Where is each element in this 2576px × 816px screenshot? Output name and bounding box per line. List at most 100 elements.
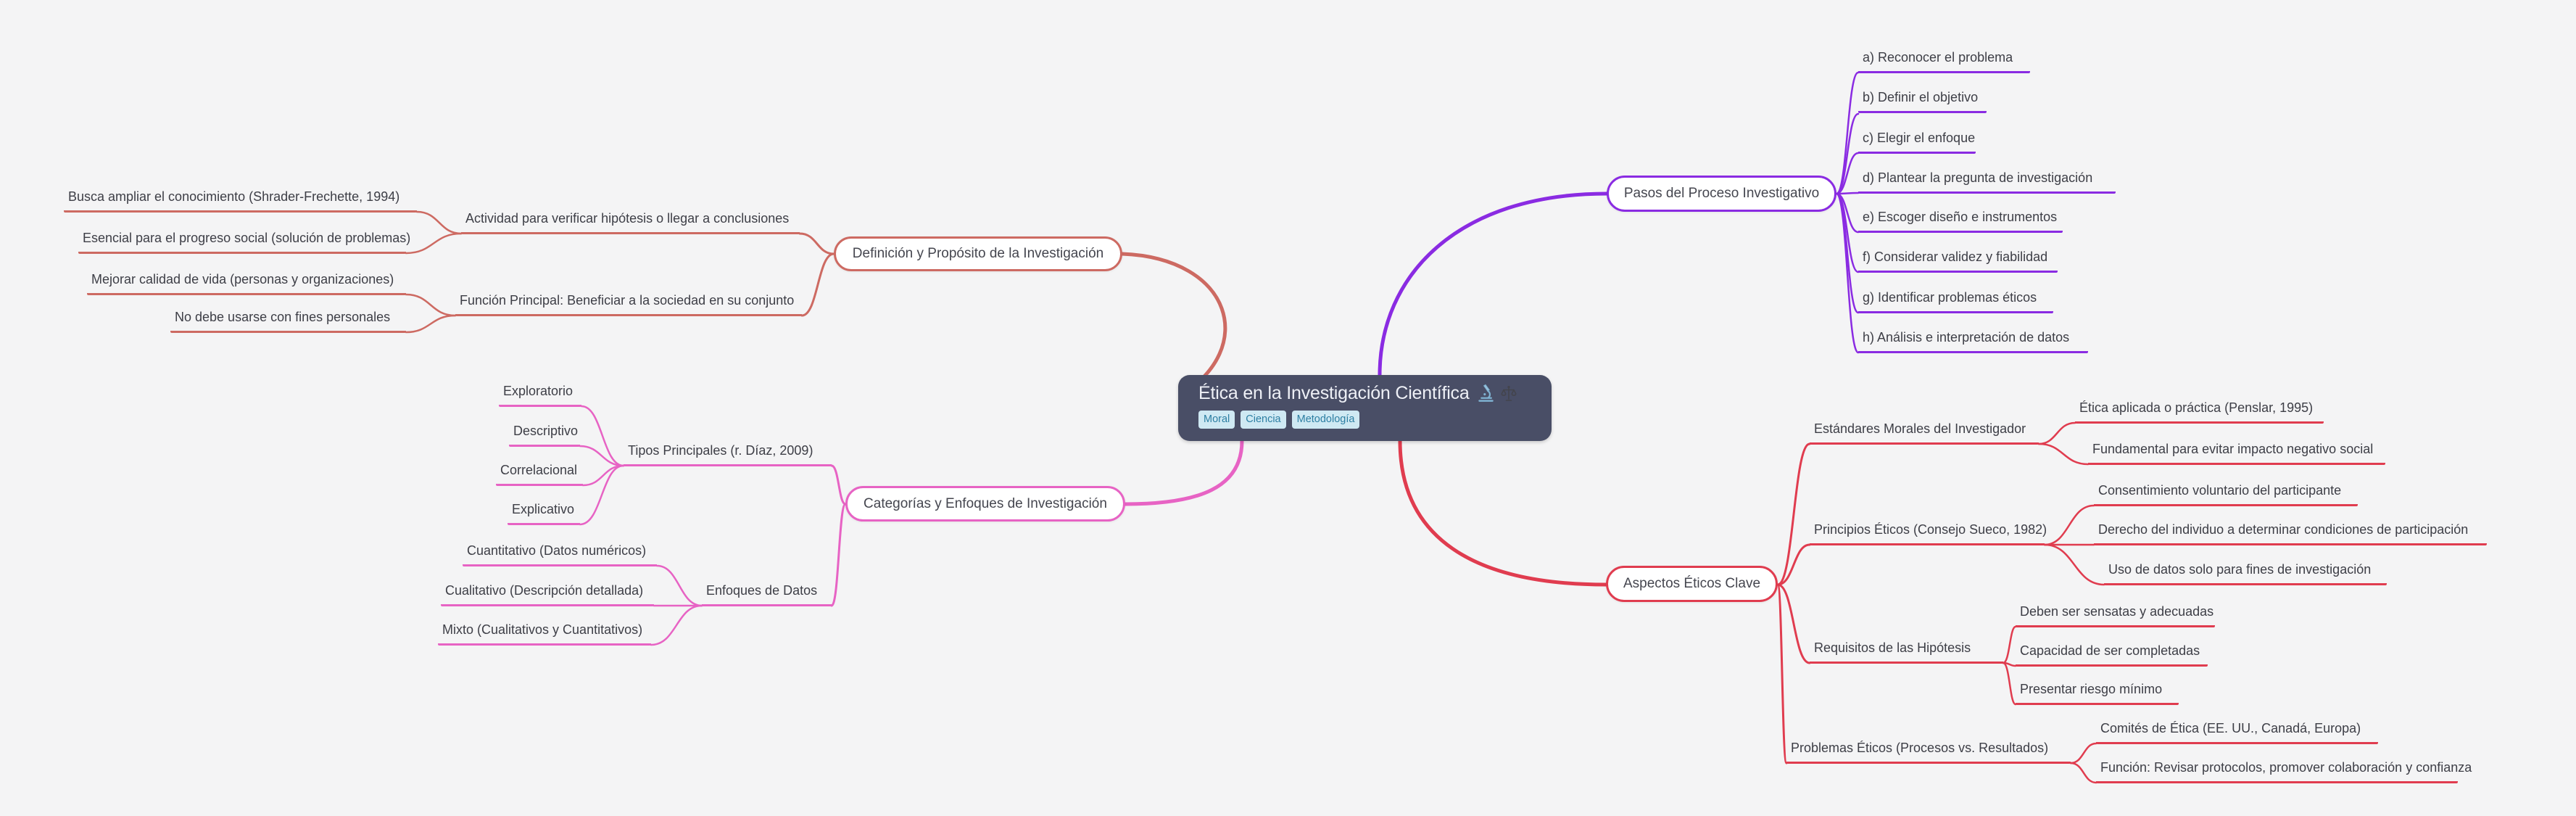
root-title: Ética en la Investigación Científica: [1198, 383, 1470, 403]
node-label: Pasos del Proceso Investigativo: [1623, 186, 1820, 201]
node-label: Uso de datos solo para fines de investig…: [2108, 562, 2372, 577]
node-label: e) Escoger diseño e instrumentos: [1863, 210, 2058, 224]
mindmap-node-paso-f[interactable]: f) Considerar validez y fiabilidad: [1858, 246, 2058, 273]
mindmap-node-uso-datos[interactable]: Uso de datos solo para fines de investig…: [2104, 559, 2387, 585]
mindmap-node-consentimiento[interactable]: Consentimiento voluntario del participan…: [2094, 479, 2358, 506]
mindmap-node-funcion-revisar[interactable]: Función: Revisar protocolos, promover co…: [2096, 757, 2472, 783]
mindmap-node-enfoques[interactable]: Enfoques de Datos: [702, 580, 832, 606]
node-label: g) Identificar problemas éticos: [1863, 290, 2037, 305]
node-label: a) Reconocer el problema: [1863, 50, 2013, 65]
mindmap-link: [1398, 439, 1608, 587]
node-label: Definición y Propósito de la Investigaci…: [852, 246, 1104, 261]
branch-node-pasos[interactable]: Pasos del Proceso Investigativo: [1607, 176, 1836, 212]
branch-node-aspectos[interactable]: Aspectos Éticos Clave: [1606, 566, 1778, 602]
node-label: Requisitos de las Hipótesis: [1814, 640, 1971, 655]
node-label: No debe usarse con fines personales: [175, 310, 391, 324]
mindmap-node-principios[interactable]: Principios Éticos (Consejo Sueco, 1982): [1810, 519, 2047, 545]
tag-ciencia: Ciencia: [1241, 411, 1286, 429]
mindmap-link: [1835, 152, 1860, 195]
mindmap-link: [830, 503, 847, 607]
mindmap-link: [1776, 583, 1788, 765]
mindmap-node-paso-d[interactable]: d) Plantear la pregunta de investigación: [1858, 167, 2116, 194]
mindmap-link: [1776, 583, 1811, 664]
node-label: Exploratorio: [503, 384, 573, 398]
node-label: Cuantitativo (Datos numéricos): [467, 543, 647, 558]
mindmap-node-paso-b[interactable]: b) Definir el objetivo: [1858, 86, 1987, 113]
node-label: Mixto (Cualitativos y Cuantitativos): [442, 622, 643, 637]
root-tags: Moral Ciencia Metodología: [1198, 411, 1531, 429]
node-label: Consentimiento voluntario del participan…: [2098, 483, 2342, 498]
mindmap-link: [2037, 421, 2076, 445]
balance-scale-icon: [1501, 385, 1517, 401]
mindmap-node-paso-a[interactable]: a) Reconocer el problema: [1858, 46, 2030, 73]
mindmap-node-presentar[interactable]: Presentar riesgo mínimo: [2016, 678, 2179, 705]
mindmap-link: [655, 564, 703, 607]
mindmap-node-paso-h[interactable]: h) Análisis e interpretación de datos: [1858, 326, 2088, 353]
mindmap-node-problemas[interactable]: Problemas Éticos (Procesos vs. Resultado…: [1786, 737, 2071, 764]
node-label: Ética aplicada o práctica (Penslar, 1995…: [2079, 400, 2314, 415]
mindmap-node-tipos[interactable]: Tipos Principales (r. Díaz, 2009): [624, 440, 832, 466]
mindmap-node-fundamental[interactable]: Fundamental para evitar impacto negativo…: [2088, 438, 2385, 465]
mindmap-node-deben[interactable]: Deben ser sensatas y adecuadas: [2016, 601, 2215, 627]
mindmap-node-derecho[interactable]: Derecho del individuo a determinar condi…: [2094, 519, 2487, 545]
mindmap-node-paso-g[interactable]: g) Identificar problemas éticos: [1858, 287, 2053, 313]
mindmap-link: [405, 293, 457, 317]
mindmap-node-mejorar[interactable]: Mejorar calidad de vida (personas y orga…: [87, 268, 406, 295]
mindmap-link: [1776, 442, 1811, 586]
mindmap-node-descriptivo[interactable]: Descriptivo: [509, 420, 580, 447]
mindmap-link: [1776, 543, 1811, 586]
node-label: Correlacional: [500, 463, 578, 477]
mindmap-node-capacidad[interactable]: Capacidad de ser completadas: [2016, 640, 2208, 667]
mindmap-link: [2069, 762, 2097, 784]
mindmap-node-paso-c[interactable]: c) Elegir el enfoque: [1858, 127, 1976, 154]
mindmap-link: [2037, 442, 2090, 466]
mindmap-node-cuantitativo[interactable]: Cuantitativo (Datos numéricos): [463, 540, 657, 566]
branch-node-categorias[interactable]: Categorías y Enfoques de Investigación: [845, 486, 1125, 522]
mindmap-link: [579, 445, 625, 467]
microscope-icon: [1478, 384, 1494, 402]
node-label: h) Análisis e interpretación de datos: [1863, 330, 2070, 345]
node-label: d) Plantear la pregunta de investigación: [1863, 170, 2093, 185]
mindmap-node-explicativo[interactable]: Explicativo: [508, 498, 580, 525]
mindmap-link: [2069, 742, 2097, 765]
node-label: Mejorar calidad de vida (personas y orga…: [91, 272, 394, 287]
mindmap-node-busca[interactable]: Busca ampliar el conocimiento (Shrader-F…: [64, 186, 417, 213]
mindmap-link: [650, 604, 703, 646]
node-label: Problemas Éticos (Procesos vs. Resultado…: [1791, 741, 2049, 755]
mindmap-node-mixto[interactable]: Mixto (Cualitativos y Cuantitativos): [438, 619, 651, 646]
mindmap-node-no-debe[interactable]: No debe usarse con fines personales: [170, 306, 406, 333]
root-icons: [1476, 384, 1517, 403]
tag-moral: Moral: [1198, 411, 1235, 429]
mindmap-link: [1835, 192, 1860, 354]
mindmap-link: [798, 232, 835, 255]
node-label: Función: Revisar protocolos, promover co…: [2100, 760, 2472, 775]
mindmap-node-paso-e[interactable]: e) Escoger diseño e instrumentos: [1858, 206, 2063, 233]
mindmap-node-esencial[interactable]: Esencial para el progreso social (soluci…: [78, 227, 410, 254]
node-label: Presentar riesgo mínimo: [2020, 682, 2163, 696]
mindmap-node-estandares[interactable]: Estándares Morales del Investigador: [1810, 418, 2039, 445]
mindmap-node-funcion-principal[interactable]: Función Principal: Beneficiar a la socie…: [455, 289, 802, 316]
mindmap-node-cualitativo[interactable]: Cualitativo (Descripción detallada): [441, 580, 654, 606]
mindmap-link: [1120, 252, 1227, 397]
node-label: Principios Éticos (Consejo Sueco, 1982): [1814, 522, 2047, 537]
node-label: Tipos Principales (r. Díaz, 2009): [628, 443, 813, 458]
mindmap-node-correlacional[interactable]: Correlacional: [496, 459, 583, 486]
mindmap-node-actividad[interactable]: Actividad para verificar hipótesis o lle…: [461, 207, 800, 234]
tag-metodolog-a: Metodología: [1291, 411, 1360, 429]
mindmap-node-requisitos[interactable]: Requisitos de las Hipótesis: [1810, 637, 2003, 664]
mindmap-link: [830, 464, 847, 506]
mindmap-link: [415, 210, 463, 235]
mindmap-node-comites[interactable]: Comités de Ética (EE. UU., Canadá, Europ…: [2096, 717, 2378, 744]
node-label: Enfoques de Datos: [706, 583, 818, 598]
mindmap-node-exploratorio[interactable]: Exploratorio: [499, 380, 581, 407]
mindmap-node-etica-aplicada[interactable]: Ética aplicada o práctica (Penslar, 1995…: [2075, 397, 2324, 424]
node-label: Descriptivo: [513, 424, 579, 438]
branch-node-definicion[interactable]: Definición y Propósito de la Investigaci…: [834, 236, 1122, 271]
node-label: b) Definir el objetivo: [1863, 90, 1979, 104]
node-label: Derecho del individuo a determinar condi…: [2098, 522, 2469, 537]
node-label: Categorías y Enfoques de Investigación: [864, 495, 1107, 511]
mindmap-link: [405, 314, 457, 334]
mindmap-link: [405, 232, 463, 255]
